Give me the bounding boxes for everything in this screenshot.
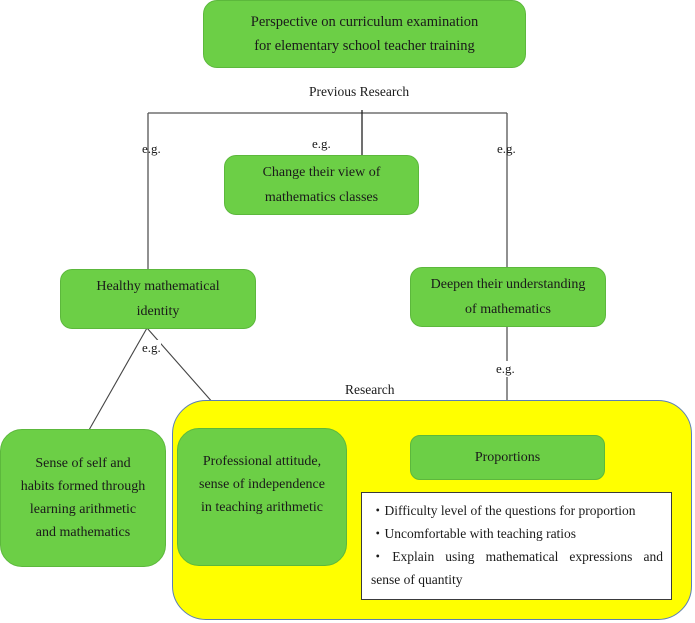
detail-item-3-continued: sense of quantity bbox=[371, 572, 463, 587]
change-view-line2: mathematics classes bbox=[264, 190, 379, 205]
deepen-line1: Deepen their understanding bbox=[430, 277, 586, 292]
research-label: Research bbox=[345, 382, 395, 397]
professional-line2: sense of independence bbox=[199, 476, 325, 492]
professional-line3: in teaching arithmetic bbox=[200, 499, 324, 515]
sense-of-self-line3: learning arithmetic bbox=[29, 502, 137, 517]
change-view-line1: Change their view of bbox=[262, 165, 381, 180]
proportion-details-box: ・Difficulty level of the questions for p… bbox=[361, 492, 672, 600]
eg-label-identity: e.g. bbox=[142, 340, 161, 356]
eg-label-center: e.g. bbox=[312, 136, 331, 151]
detail-item-1: ・Difficulty level of the questions for p… bbox=[371, 503, 636, 518]
proportions-node: Proportions bbox=[410, 435, 605, 480]
eg-label-left: e.g. bbox=[142, 141, 161, 156]
eg-label-right: e.g. bbox=[497, 141, 516, 156]
sense-of-self-node: Sense of self and habits formed through … bbox=[0, 429, 166, 567]
detail-item-2: ・Uncomfortable with teaching ratios bbox=[371, 526, 577, 541]
sense-of-self-line2: habits formed through bbox=[20, 479, 146, 494]
healthy-identity-node: Healthy mathematical identity bbox=[60, 269, 256, 329]
healthy-identity-line1: Healthy mathematical bbox=[96, 279, 220, 294]
healthy-identity-line2: identity bbox=[136, 304, 180, 319]
deepen-understanding-node: Deepen their understanding of mathematic… bbox=[410, 267, 606, 327]
eg-label-deepen: e.g. bbox=[496, 361, 515, 377]
identity-to-sense-of-self-line bbox=[88, 327, 148, 431]
top-node-line1: Perspective on curriculum examination bbox=[250, 14, 479, 30]
curriculum-perspective-node: Perspective on curriculum examination fo… bbox=[203, 0, 526, 68]
change-view-node: Change their view of mathematics classes bbox=[224, 155, 419, 215]
sense-of-self-line1: Sense of self and bbox=[35, 456, 131, 471]
professional-line1: Professional attitude, bbox=[202, 453, 322, 469]
previous-research-label: Previous Research bbox=[309, 84, 410, 99]
top-node-line2: for elementary school teacher training bbox=[254, 38, 475, 54]
professional-attitude-node: Professional attitude, sense of independ… bbox=[177, 428, 347, 566]
sense-of-self-line4: and mathematics bbox=[35, 525, 131, 540]
proportions-label: Proportions bbox=[474, 450, 541, 465]
detail-item-3: ・Explain using mathematical expressions … bbox=[371, 549, 663, 564]
deepen-line2: of mathematics bbox=[465, 302, 551, 317]
